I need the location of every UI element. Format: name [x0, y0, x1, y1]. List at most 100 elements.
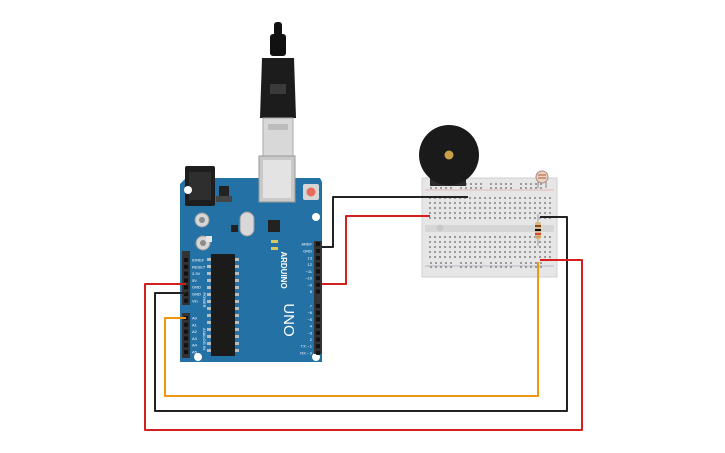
breadboard-hole[interactable]	[535, 262, 537, 264]
breadboard-hole[interactable]	[450, 187, 452, 189]
breadboard-hole[interactable]	[534, 197, 536, 199]
breadboard-hole[interactable]	[509, 251, 511, 253]
breadboard-hole[interactable]	[530, 187, 532, 189]
breadboard-hole[interactable]	[504, 212, 506, 214]
breadboard-hole[interactable]	[499, 236, 501, 238]
breadboard-hole[interactable]	[529, 236, 531, 238]
breadboard-hole[interactable]	[449, 256, 451, 258]
breadboard-hole[interactable]	[500, 266, 502, 268]
breadboard-hole[interactable]	[439, 202, 441, 204]
breadboard-hole[interactable]	[465, 187, 467, 189]
breadboard-hole[interactable]	[549, 207, 551, 209]
breadboard-hole[interactable]	[490, 183, 492, 185]
breadboard-hole[interactable]	[500, 262, 502, 264]
breadboard-hole[interactable]	[434, 202, 436, 204]
header-pin[interactable]	[184, 329, 188, 334]
breadboard-hole[interactable]	[524, 241, 526, 243]
breadboard-hole[interactable]	[514, 197, 516, 199]
header-pin[interactable]	[184, 258, 188, 262]
header-pin[interactable]	[316, 276, 320, 281]
breadboard-hole[interactable]	[444, 241, 446, 243]
usb-cable[interactable]	[260, 22, 296, 159]
breadboard-hole[interactable]	[430, 266, 432, 268]
pin9-wire[interactable]	[322, 215, 430, 285]
breadboard-hole[interactable]	[474, 256, 476, 258]
breadboard-hole[interactable]	[484, 251, 486, 253]
breadboard-hole[interactable]	[539, 251, 541, 253]
breadboard-hole[interactable]	[449, 241, 451, 243]
breadboard-hole[interactable]	[439, 241, 441, 243]
breadboard-hole[interactable]	[499, 251, 501, 253]
header-pin[interactable]	[316, 289, 320, 294]
breadboard-hole[interactable]	[469, 202, 471, 204]
breadboard-hole[interactable]	[474, 246, 476, 248]
breadboard-hole[interactable]	[520, 183, 522, 185]
breadboard-hole[interactable]	[494, 212, 496, 214]
breadboard-hole[interactable]	[494, 217, 496, 219]
breadboard-hole[interactable]	[479, 236, 481, 238]
breadboard-hole[interactable]	[429, 256, 431, 258]
breadboard-hole[interactable]	[479, 212, 481, 214]
breadboard-hole[interactable]	[514, 207, 516, 209]
breadboard-hole[interactable]	[450, 262, 452, 264]
breadboard-hole[interactable]	[469, 212, 471, 214]
breadboard-hole[interactable]	[490, 187, 492, 189]
breadboard-hole[interactable]	[495, 266, 497, 268]
breadboard-hole[interactable]	[464, 202, 466, 204]
breadboard-hole[interactable]	[540, 266, 542, 268]
breadboard-hole[interactable]	[519, 207, 521, 209]
breadboard-hole[interactable]	[544, 207, 546, 209]
header-pin[interactable]	[316, 337, 320, 342]
breadboard-hole[interactable]	[509, 212, 511, 214]
breadboard-hole[interactable]	[524, 212, 526, 214]
breadboard-hole[interactable]	[489, 241, 491, 243]
breadboard-hole[interactable]	[434, 251, 436, 253]
breadboard-hole[interactable]	[474, 197, 476, 199]
breadboard-hole[interactable]	[514, 251, 516, 253]
breadboard-hole[interactable]	[484, 241, 486, 243]
breadboard-hole[interactable]	[539, 246, 541, 248]
breadboard-hole[interactable]	[549, 251, 551, 253]
breadboard-hole[interactable]	[484, 236, 486, 238]
breadboard-hole[interactable]	[439, 207, 441, 209]
breadboard-hole[interactable]	[514, 212, 516, 214]
breadboard-hole[interactable]	[449, 251, 451, 253]
breadboard-hole[interactable]	[524, 217, 526, 219]
header-pin[interactable]	[184, 336, 188, 341]
breadboard-hole[interactable]	[454, 202, 456, 204]
breadboard-hole[interactable]	[524, 236, 526, 238]
breadboard-hole[interactable]	[534, 241, 536, 243]
breadboard-hole[interactable]	[534, 212, 536, 214]
breadboard-hole[interactable]	[464, 207, 466, 209]
breadboard-hole[interactable]	[539, 241, 541, 243]
breadboard-hole[interactable]	[520, 266, 522, 268]
breadboard-hole[interactable]	[549, 197, 551, 199]
breadboard-hole[interactable]	[529, 251, 531, 253]
breadboard-hole[interactable]	[464, 251, 466, 253]
breadboard-hole[interactable]	[534, 246, 536, 248]
breadboard-hole[interactable]	[495, 262, 497, 264]
breadboard-hole[interactable]	[524, 202, 526, 204]
breadboard-hole[interactable]	[534, 202, 536, 204]
header-pin[interactable]	[316, 269, 320, 274]
breadboard-hole[interactable]	[479, 207, 481, 209]
breadboard-hole[interactable]	[465, 266, 467, 268]
breadboard-hole[interactable]	[549, 202, 551, 204]
breadboard-hole[interactable]	[454, 256, 456, 258]
breadboard-hole[interactable]	[434, 236, 436, 238]
breadboard-hole[interactable]	[434, 256, 436, 258]
breadboard-hole[interactable]	[494, 207, 496, 209]
breadboard-hole[interactable]	[460, 262, 462, 264]
breadboard-hole[interactable]	[504, 197, 506, 199]
breadboard-hole[interactable]	[540, 183, 542, 185]
breadboard-hole[interactable]	[519, 241, 521, 243]
breadboard-hole[interactable]	[504, 207, 506, 209]
breadboard-hole[interactable]	[484, 212, 486, 214]
breadboard-hole[interactable]	[529, 256, 531, 258]
breadboard-hole[interactable]	[459, 202, 461, 204]
breadboard-hole[interactable]	[429, 207, 431, 209]
breadboard-hole[interactable]	[460, 187, 462, 189]
breadboard-hole[interactable]	[489, 207, 491, 209]
breadboard-hole[interactable]	[460, 266, 462, 268]
header-pin[interactable]	[316, 317, 320, 322]
